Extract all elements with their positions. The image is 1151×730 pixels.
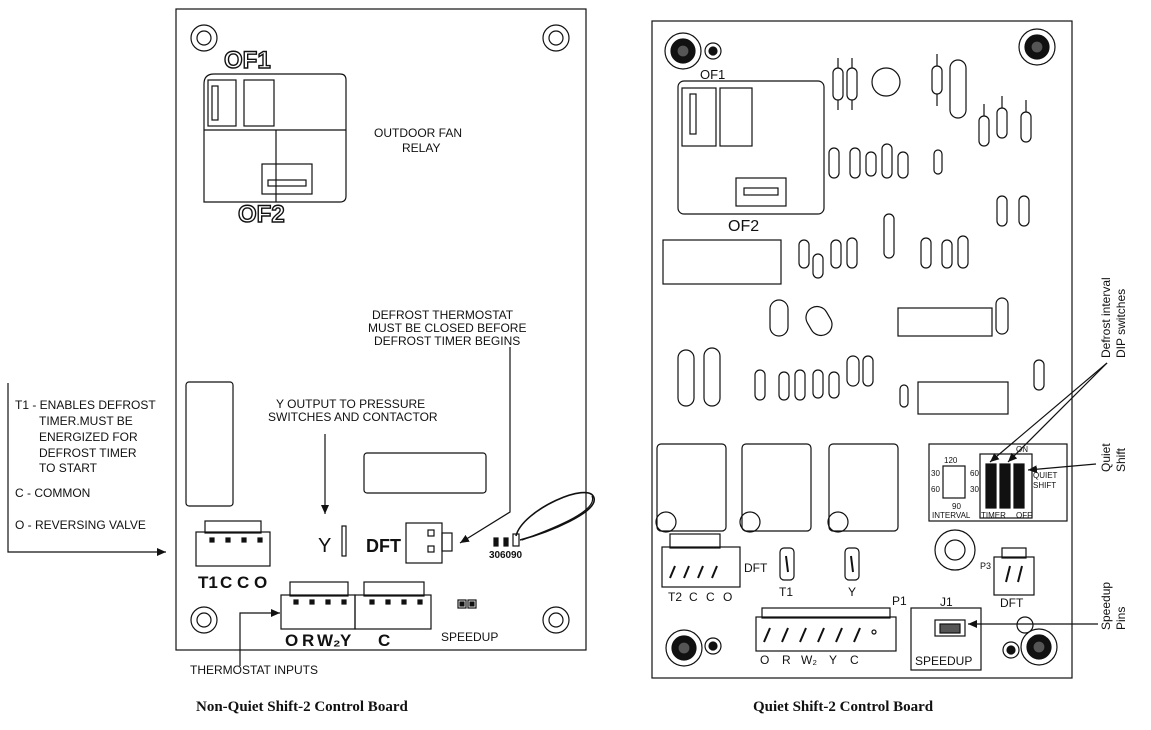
svg-text:Y: Y xyxy=(829,653,837,667)
dft-bottom-label: DFT xyxy=(1000,596,1024,610)
timer-label-30: 30 xyxy=(489,550,501,561)
callout-quiet-shift: Quiet Shift xyxy=(1099,443,1128,472)
j1-label: J1 xyxy=(940,595,953,609)
svg-text:Shift: Shift xyxy=(1114,447,1128,472)
right-caption: Quiet Shift-2 Control Board xyxy=(753,699,934,715)
t2cco-labels: T2 C C O xyxy=(668,590,732,604)
svg-text:C - COMMON: C - COMMON xyxy=(15,486,90,500)
svg-text:TIMER: TIMER xyxy=(981,511,1006,520)
svg-text:TO START: TO START xyxy=(39,461,98,475)
svg-text:DEFROST TIMER: DEFROST TIMER xyxy=(39,446,137,460)
terminal-r: R xyxy=(302,631,314,650)
svg-text:DIP switches: DIP switches xyxy=(1114,289,1128,358)
terminal-w2: W₂ xyxy=(317,631,341,650)
defrost-note-3: DEFROST TIMER BEGINS xyxy=(374,334,520,348)
speedup-label-right: SPEEDUP xyxy=(915,654,972,668)
relay-right xyxy=(677,80,825,215)
p1-thermostat-connector xyxy=(755,607,897,652)
svg-text:QUIET: QUIET xyxy=(1033,471,1058,480)
timer-label-90: 90 xyxy=(511,550,523,561)
quiet-shift-board xyxy=(651,20,1108,679)
svg-text:60: 60 xyxy=(970,469,979,478)
capacitor-block xyxy=(185,381,234,507)
svg-text:90: 90 xyxy=(952,502,961,511)
svg-text:Defrost interval: Defrost interval xyxy=(1099,277,1113,358)
callout-speedup-pins: Speedup Pins xyxy=(1099,582,1128,630)
svg-text:W₂: W₂ xyxy=(801,653,817,667)
defrost-terminal-connector xyxy=(195,520,271,567)
y-output-note: Y OUTPUT TO PRESSURE xyxy=(276,397,425,411)
svg-text:T1 - ENABLES DEFROST: T1 - ENABLES DEFROST xyxy=(15,398,156,412)
thermostat-connector xyxy=(280,581,432,630)
svg-text:ENERGIZED FOR: ENERGIZED FOR xyxy=(39,430,138,444)
of1-label: OF1 xyxy=(224,47,271,74)
svg-text:ON: ON xyxy=(1016,445,1028,454)
svg-text:TIMER.MUST BE: TIMER.MUST BE xyxy=(39,414,133,428)
terminal-t1: T1 xyxy=(198,573,218,592)
dip-switch-labels: 120 30 60 90 60 30 INTERVAL TIMER ON QUI… xyxy=(931,445,1058,520)
ic-chips xyxy=(897,307,1009,415)
t2-c-c-o-connector xyxy=(661,533,741,588)
svg-text:Speedup: Speedup xyxy=(1099,582,1113,630)
p1-label: P1 xyxy=(892,594,907,608)
y-label-right: Y xyxy=(848,585,856,599)
terminal-y: Y xyxy=(340,631,352,650)
svg-text:60: 60 xyxy=(931,485,940,494)
y-output-note-2: SWITCHES AND CONTACTOR xyxy=(268,410,438,424)
svg-text:30: 30 xyxy=(970,485,979,494)
p3-dft-connector xyxy=(993,547,1035,596)
p3-label: P3 xyxy=(980,561,991,571)
outdoor-fan-relay xyxy=(203,73,347,203)
j1-speedup-jumper xyxy=(910,607,982,671)
dft-label: DFT xyxy=(366,536,401,556)
svg-text:Pins: Pins xyxy=(1114,607,1128,630)
svg-text:Quiet: Quiet xyxy=(1099,443,1113,472)
terminal-c2: C xyxy=(237,573,249,592)
svg-text:SHIFT: SHIFT xyxy=(1033,481,1056,490)
mounting-holes xyxy=(190,24,570,634)
mounting-holes-right xyxy=(664,28,1058,667)
of1-label-right: OF1 xyxy=(700,67,725,82)
speedup-label: SPEEDUP xyxy=(441,630,498,644)
svg-text:30: 30 xyxy=(931,469,940,478)
svg-text:OFF: OFF xyxy=(1016,511,1032,520)
svg-text:O - REVERSING VALVE: O - REVERSING VALVE xyxy=(15,518,146,532)
svg-text:T2: T2 xyxy=(668,590,682,604)
of2-label: OF2 xyxy=(238,201,285,228)
svg-text:120: 120 xyxy=(944,456,958,465)
terminal-c-bottom: C xyxy=(378,631,390,650)
non-quiet-shift-board xyxy=(7,8,595,666)
defrost-note-2: MUST BE CLOSED BEFORE xyxy=(368,321,526,335)
dft-connector xyxy=(405,522,453,564)
timer-label-60: 60 xyxy=(500,550,512,561)
timer-chip xyxy=(363,452,487,494)
t1-label: T1 xyxy=(779,585,793,599)
thermostat-inputs-label: THERMOSTAT INPUTS xyxy=(190,663,318,677)
svg-text:C: C xyxy=(850,653,859,667)
svg-text:O: O xyxy=(723,590,732,604)
y-terminal-label: Y xyxy=(318,535,331,557)
dip-switch-block xyxy=(928,443,1068,522)
svg-text:INTERVAL: INTERVAL xyxy=(932,511,971,520)
svg-text:C: C xyxy=(689,590,698,604)
terminal-c: C xyxy=(220,573,232,592)
thermo-terminal-labels: O R W₂ Y C xyxy=(760,653,859,667)
defrost-note: DEFROST THERMOSTAT xyxy=(372,308,514,322)
left-caption: Non-Quiet Shift-2 Control Board xyxy=(196,699,408,715)
dft-conn-label: DFT xyxy=(744,561,768,575)
svg-text:O: O xyxy=(760,653,769,667)
relay-label: OUTDOOR FAN xyxy=(374,126,462,140)
terminal-o-bottom: O xyxy=(285,631,298,650)
resistors xyxy=(677,54,1045,408)
of2-label-right: OF2 xyxy=(728,218,759,235)
callout-dip: Defrost interval DIP switches xyxy=(1099,277,1128,358)
terminal-legend: T1 - ENABLES DEFROST TIMER.MUST BE ENERG… xyxy=(15,398,156,532)
y-pin xyxy=(341,525,347,557)
svg-text:C: C xyxy=(706,590,715,604)
terminal-o: O xyxy=(254,573,267,592)
svg-text:R: R xyxy=(782,653,791,667)
relay-label-2: RELAY xyxy=(402,141,440,155)
